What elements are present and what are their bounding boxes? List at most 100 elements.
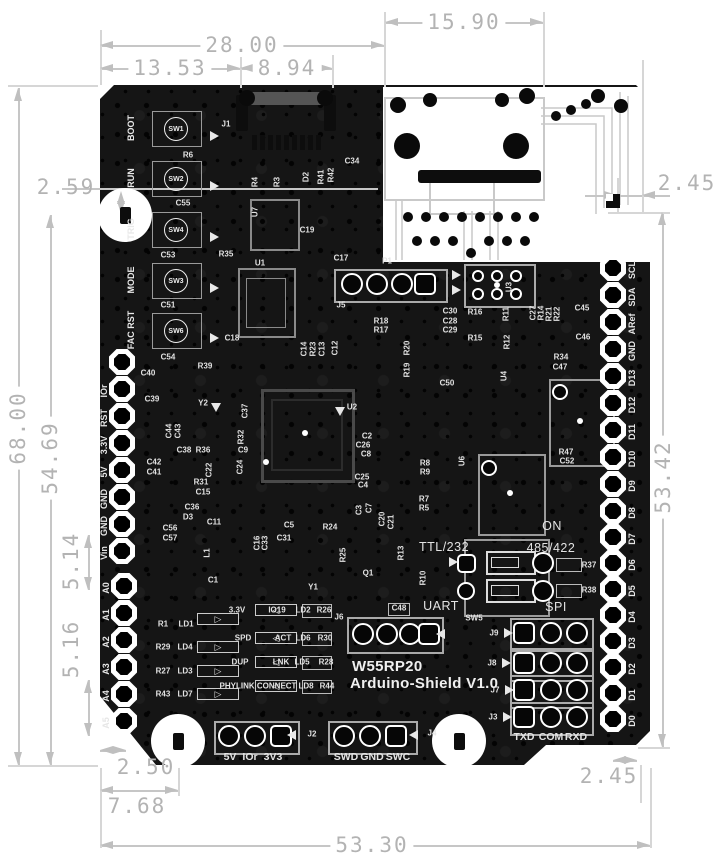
outline-rect bbox=[238, 268, 296, 338]
component-label: C40 bbox=[140, 368, 156, 378]
pin-label: RST bbox=[99, 409, 109, 427]
pin-label: D3 bbox=[627, 637, 637, 649]
component-label: J7 bbox=[490, 685, 500, 695]
filled-rect bbox=[244, 92, 328, 105]
led-indicator: ▷ bbox=[197, 641, 239, 653]
pin-pad-right_top bbox=[600, 444, 626, 470]
board-title-line2: Arduino-Shield V1.0 bbox=[350, 675, 499, 692]
pad-circle bbox=[439, 212, 449, 222]
dimension-label: 54.69 bbox=[38, 416, 62, 500]
dimension-arrow bbox=[100, 41, 113, 49]
component-label: J4 bbox=[427, 728, 437, 738]
pin-pad-right_bottom bbox=[600, 680, 626, 706]
dimension-label: 7.68 bbox=[107, 794, 167, 818]
pin-hole bbox=[605, 449, 621, 465]
component-label: R12 bbox=[502, 334, 512, 350]
pin-pad-right_top bbox=[600, 336, 626, 362]
pad-circle bbox=[457, 212, 467, 222]
ring-pad bbox=[532, 580, 554, 602]
filled-rect bbox=[300, 135, 305, 150]
component-label: C53 bbox=[160, 250, 176, 260]
ring-pad bbox=[552, 384, 568, 400]
pin-pad-left_power bbox=[109, 457, 135, 483]
outline-rect bbox=[491, 557, 519, 568]
marker-triangle bbox=[409, 730, 418, 740]
component-label: C19 bbox=[299, 225, 315, 235]
dimension-arrow bbox=[227, 64, 240, 72]
ring-pad bbox=[532, 552, 554, 574]
component-label: C44 bbox=[164, 423, 174, 439]
pin-hole bbox=[605, 260, 621, 276]
square-pad bbox=[456, 553, 476, 573]
pin-label: D5 bbox=[627, 585, 637, 597]
component-label: C21 bbox=[386, 514, 396, 530]
marker-triangle bbox=[210, 333, 219, 343]
component-label: D2 bbox=[301, 171, 311, 183]
ring-pad bbox=[566, 679, 588, 701]
dimension-arrow bbox=[100, 746, 113, 754]
pin-pad-right_bottom bbox=[600, 706, 626, 732]
pad-circle bbox=[502, 236, 512, 246]
component-label: TXD bbox=[513, 731, 535, 743]
marker-triangle bbox=[335, 407, 345, 416]
pin-pad-left_analog bbox=[111, 654, 137, 680]
pin1-dot bbox=[263, 459, 269, 465]
outline-rect bbox=[556, 558, 582, 572]
dimension-arrow bbox=[624, 756, 637, 764]
component-label: C8 bbox=[360, 449, 372, 459]
switch-name-label: BOOT bbox=[126, 115, 136, 141]
ring-pad bbox=[566, 652, 588, 674]
pin-pad-left_analog bbox=[111, 573, 137, 599]
pin-pad-left_power bbox=[109, 511, 135, 537]
dimension-arrow bbox=[658, 212, 666, 225]
component-label: IOr bbox=[242, 751, 258, 763]
copper-trace bbox=[541, 123, 597, 214]
pin-hole bbox=[605, 422, 621, 438]
component-label: C20 bbox=[377, 511, 387, 527]
dimension-arrow bbox=[46, 215, 54, 228]
component-label: R42 bbox=[326, 167, 336, 183]
dimension-arrow bbox=[84, 680, 92, 693]
marker-triangle bbox=[503, 712, 512, 722]
dimension-arrow bbox=[100, 786, 113, 794]
pin-label: D6 bbox=[627, 559, 637, 571]
outline-rect bbox=[384, 97, 545, 201]
component-label: P1 bbox=[382, 256, 392, 266]
marker-triangle bbox=[502, 658, 511, 668]
component-label: C50 bbox=[439, 378, 455, 388]
dimension-line bbox=[8, 85, 98, 87]
component-label: C43 bbox=[173, 423, 183, 439]
pin-hole bbox=[116, 605, 132, 621]
switch-button: SW2 bbox=[164, 167, 188, 191]
pad-circle bbox=[551, 111, 561, 121]
component-label: R8 bbox=[419, 458, 431, 468]
component-label: LNK bbox=[272, 657, 290, 667]
ring-pad bbox=[540, 679, 562, 701]
pad-circle bbox=[520, 236, 530, 246]
component-label: C47 bbox=[552, 362, 568, 372]
outline-rect bbox=[388, 603, 410, 616]
component-label: R29 bbox=[155, 642, 171, 652]
pin-hole bbox=[114, 516, 130, 532]
switch-name-label: RUN bbox=[126, 168, 136, 188]
led-indicator: ◁ bbox=[255, 604, 297, 616]
dimension-arrow bbox=[100, 64, 113, 72]
pad-circle bbox=[566, 105, 576, 115]
dimension-label: 53.42 bbox=[651, 435, 675, 519]
outline-rect bbox=[261, 389, 355, 483]
outline-rect bbox=[250, 199, 300, 251]
component-label: R47 bbox=[558, 447, 574, 457]
pad-circle bbox=[403, 212, 413, 222]
component-label: C31 bbox=[276, 533, 292, 543]
dimension-line bbox=[650, 768, 652, 848]
component-label: C36 bbox=[184, 502, 200, 512]
dimension-arrow bbox=[613, 756, 626, 764]
component-label: LD1 bbox=[178, 619, 194, 629]
pin-hole bbox=[605, 368, 621, 384]
ring-pad bbox=[218, 725, 240, 747]
pin-label: A0 bbox=[101, 582, 111, 594]
component-label: C12 bbox=[330, 340, 340, 356]
pin-pad-left_power bbox=[109, 349, 135, 375]
filled-rect bbox=[606, 194, 613, 201]
